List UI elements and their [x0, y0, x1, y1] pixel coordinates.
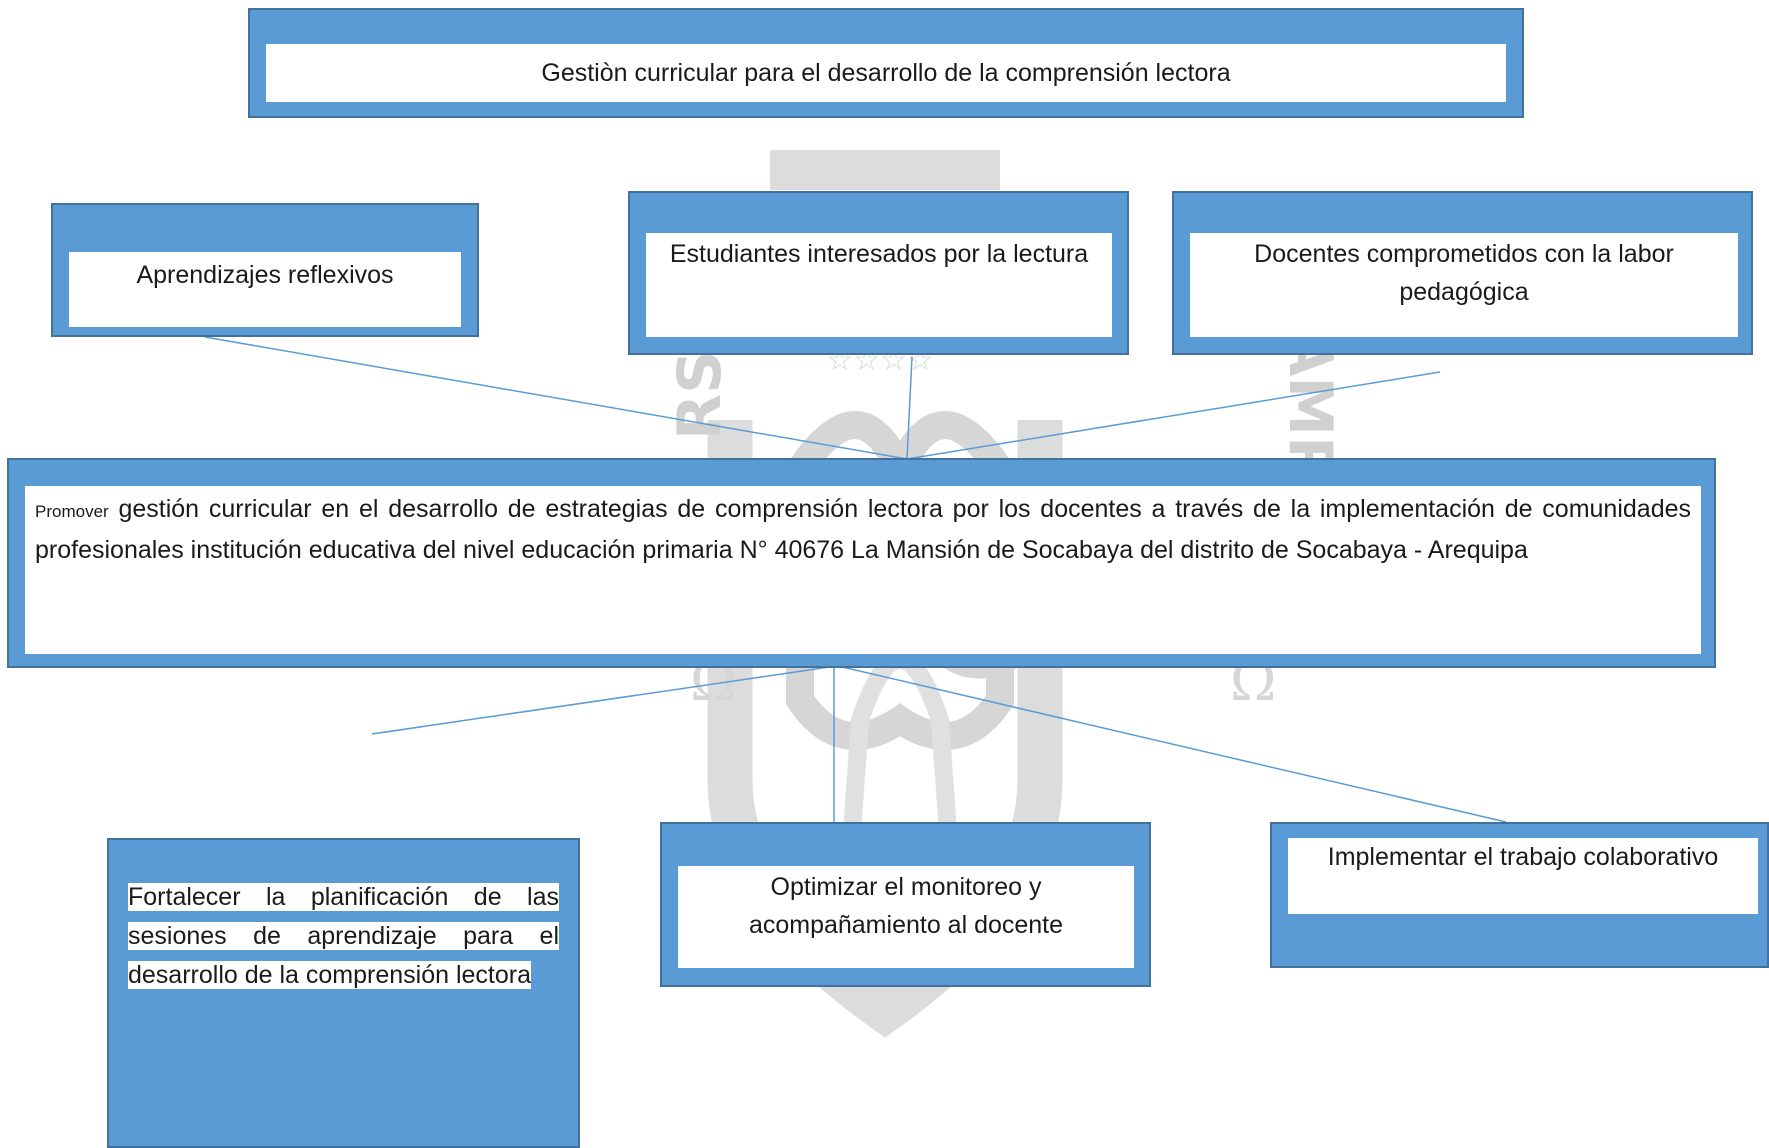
cause-text-3: Docentes comprometidos con la labor peda…	[1190, 233, 1738, 337]
central-box: Promover gestión curricular en el desarr…	[7, 458, 1716, 668]
connector-action-3	[837, 665, 1507, 823]
connector-cause-3	[906, 371, 1441, 460]
action-text-1-content: Fortalecer la planificación de las sesio…	[128, 883, 559, 989]
connector-cause-1	[204, 336, 908, 460]
central-prefix: Promover	[35, 502, 109, 521]
central-body: gestión curricular en el desarrollo de e…	[35, 495, 1691, 564]
action-box-1: Fortalecer la planificación de las sesio…	[107, 838, 580, 1148]
action-text-1: Fortalecer la planificación de las sesio…	[128, 878, 559, 995]
connector-left	[371, 665, 837, 735]
action-box-3: Implementar el trabajo colaborativo	[1270, 822, 1769, 968]
cause-box-1: Aprendizajes reflexivos	[51, 203, 479, 337]
action-text-3: Implementar el trabajo colaborativo	[1288, 838, 1758, 914]
action-box-2: Optimizar el monitoreo y acompañamiento …	[660, 822, 1151, 987]
cause-box-3: Docentes comprometidos con la labor peda…	[1172, 191, 1753, 355]
cause-box-2: Estudiantes interesados por la lectura	[628, 191, 1129, 355]
connector-cause-2	[906, 356, 913, 460]
cause-text-1: Aprendizajes reflexivos	[69, 252, 461, 327]
title-box: Gestiòn curricular para el desarrollo de…	[248, 8, 1524, 118]
title-text: Gestiòn curricular para el desarrollo de…	[266, 44, 1506, 102]
central-text: Promover gestión curricular en el desarr…	[25, 486, 1701, 654]
action-text-2: Optimizar el monitoreo y acompañamiento …	[678, 866, 1134, 968]
cause-text-2: Estudiantes interesados por la lectura	[646, 233, 1112, 337]
